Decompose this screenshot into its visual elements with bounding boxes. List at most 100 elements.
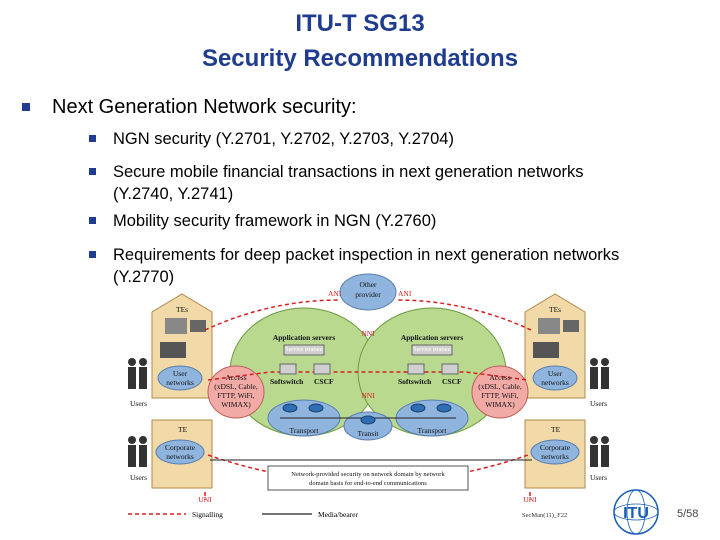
access-label: WIMAX) [485, 400, 515, 409]
figure-id-label: SecMan(11)_F22 [522, 512, 567, 519]
access-label: FTTP, WiFi, [481, 391, 518, 400]
uni-label: UNI [523, 495, 537, 504]
switch-icon [279, 363, 297, 375]
caption-text: Network-provided security on network dom… [291, 471, 445, 478]
left-transport-cloud [267, 399, 341, 437]
right-te-panel [524, 293, 586, 489]
right-transport-cloud [395, 399, 469, 437]
corporate-networks-label: Corporate [540, 443, 571, 452]
left-te-panel [151, 293, 213, 489]
bullet-square-icon [89, 217, 96, 224]
sub-bullet-text: Secure mobile financial transactions in … [113, 163, 584, 181]
users-label: Users [590, 473, 607, 482]
sub-bullet-text: Requirements for deep packet inspection … [113, 246, 620, 264]
computer-icon [165, 318, 187, 334]
users-left-icon [128, 358, 147, 467]
service-stratum-label: Service stratum [413, 347, 451, 353]
softswitch-label: Softswitch [270, 377, 304, 386]
other-provider-label: provider [355, 290, 381, 299]
cscf-label: CSCF [314, 377, 334, 386]
bullet-square-icon [22, 103, 30, 111]
main-bullet: Next Generation Network security: [22, 96, 357, 119]
logo-text: ITU [623, 505, 649, 522]
transport-label: Transport [418, 426, 448, 435]
access-label: WIMAX) [221, 400, 251, 409]
softswitch-label: Softswitch [398, 377, 432, 386]
switch-icon [313, 363, 331, 375]
corporate-networks-cloud [530, 439, 580, 465]
users-right-icon [590, 358, 609, 467]
user-networks-label: User [173, 369, 188, 378]
page-number: 5/58 [677, 508, 699, 520]
app-servers-label: Application servers [273, 333, 335, 342]
user-networks-label: networks [541, 378, 569, 387]
nni-label: NNI [361, 391, 375, 400]
te-label: TE [551, 425, 561, 434]
sub-bullet-text: Mobility security framework in NGN (Y.27… [113, 212, 437, 230]
access-label: Access [225, 373, 246, 382]
uni-label: UNI [198, 495, 212, 504]
users-label: Users [590, 399, 607, 408]
main-bullet-text: Next Generation Network security: [52, 96, 357, 118]
diagram-legend: Signalling Media/bearer SecMan(11)_F22 [128, 510, 567, 519]
legend-signalling-label: Signalling [192, 510, 223, 519]
server-icon [411, 344, 453, 356]
right-access-cloud [471, 365, 529, 419]
switch-icon [441, 363, 459, 375]
access-label: (xDSL, Cable, [214, 382, 258, 391]
user-networks-cloud [157, 365, 203, 391]
transport-label: Transport [290, 426, 320, 435]
transit-label: Transit [358, 429, 380, 438]
sub-bullet-text-cont: (Y.2740, Y.2741) [113, 185, 234, 203]
access-label: Access [489, 373, 510, 382]
corporate-networks-label: Corporate [165, 443, 196, 452]
user-networks-label: networks [166, 378, 194, 387]
sub-bullet-text-cont: (Y.2770) [113, 268, 175, 286]
nni-label: NNI [361, 329, 375, 338]
service-stratum-label: Service stratum [285, 347, 323, 353]
user-networks-label: User [548, 369, 563, 378]
tes-label: TEs [549, 305, 561, 314]
left-network-cloud [229, 307, 379, 437]
right-network-cloud [357, 307, 507, 437]
corporate-networks-label: networks [541, 452, 569, 461]
computer-icon [538, 318, 560, 334]
tv-icon [160, 342, 186, 358]
app-servers-label: Application servers [401, 333, 463, 342]
access-label: FTTP, WiFi, [217, 391, 254, 400]
caption-box [267, 465, 469, 491]
itu-logo: ITU [613, 489, 659, 535]
tv-icon [533, 342, 559, 358]
caption-text: domain basis for end-to-end communicatio… [309, 480, 427, 487]
signalling-lines [204, 299, 532, 500]
legend-media-label: Media/bearer [318, 510, 358, 519]
bullet-square-icon [89, 168, 96, 175]
server-icon [283, 344, 325, 356]
access-label: (xDSL, Cable, [478, 382, 522, 391]
tes-label: TEs [176, 305, 188, 314]
ani-label: ANI [398, 289, 412, 298]
te-label: TE [178, 425, 188, 434]
transit-cloud [343, 411, 393, 441]
corporate-networks-cloud [155, 439, 205, 465]
bullet-square-icon [89, 251, 96, 258]
sub-bullet: Requirements for deep packet inspection … [89, 244, 703, 288]
users-label: Users [130, 399, 147, 408]
corporate-networks-label: networks [166, 452, 194, 461]
left-access-cloud [207, 365, 265, 419]
media-lines [210, 417, 532, 461]
bullet-square-icon [89, 135, 96, 142]
users-label: Users [130, 473, 147, 482]
router-icons [282, 403, 452, 425]
slide-title-line2: Security Recommendations [201, 45, 519, 72]
phone-icon [190, 320, 206, 332]
switch-icon [407, 363, 425, 375]
user-networks-cloud [532, 365, 578, 391]
phone-icon [563, 320, 579, 332]
cscf-label: CSCF [442, 377, 462, 386]
sub-bullet-text: NGN security (Y.2701, Y.2702, Y.2703, Y.… [113, 130, 454, 148]
sub-bullet: Secure mobile financial transactions in … [89, 161, 703, 205]
sub-bullet: Mobility security framework in NGN (Y.27… [89, 210, 703, 232]
ani-label: ANI [328, 289, 342, 298]
slide-title-line1: ITU-T SG13 [295, 10, 425, 37]
